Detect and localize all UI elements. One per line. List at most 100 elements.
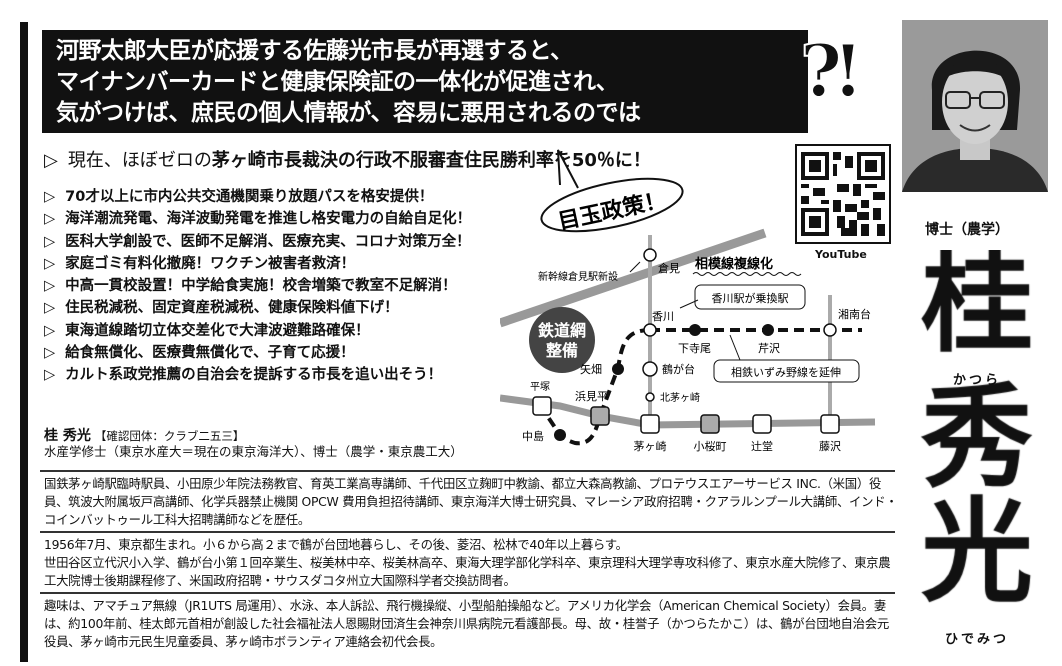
- station-marker: [689, 324, 701, 336]
- station-marker: [762, 324, 774, 336]
- history-text: 1956年7月、東京都生まれ。小６から高２まで鶴が台団地暮らし、その後、菱沼、松…: [44, 536, 899, 590]
- candidate-name-lettering: [912, 250, 1042, 630]
- speech-bubble: [540, 177, 684, 233]
- sagami-label: 相模線複線化: [695, 256, 773, 272]
- name-reading: ひでみつ: [944, 632, 1009, 647]
- history-line: 世田谷区立代沢小入学、鶴が台小第１回卒業生、桜美林中卒、桜美林高卒、東海大理学部…: [44, 555, 891, 588]
- pledge-text: 家庭ゴミ有料化撤廃！ワクチン被害者救済！: [65, 255, 356, 272]
- triangle-bullet-icon: ▷: [44, 345, 56, 362]
- station-marker: [823, 323, 837, 337]
- pledge-item: ▷ 70才以上に市内公共交通機関乗り放題パスを格安提供！: [44, 186, 471, 208]
- youtube-qr-code[interactable]: [795, 144, 891, 244]
- station-marker: [640, 414, 660, 434]
- pledge-text: 給食無償化、医療費無償化で、子育て応援！: [65, 345, 355, 362]
- pledge-item: ▷ 給食無償化、医療費無償化で、子育て応援！: [44, 342, 471, 364]
- headline-line: 河野太郎大臣が応援する佐藤光市長が再選すると、: [56, 38, 573, 64]
- station-marker: [752, 414, 772, 434]
- triangle-bullet-icon: ▷: [44, 367, 56, 384]
- candidate-name-small: 桂 秀光: [44, 428, 91, 444]
- station-label: 香川: [652, 310, 674, 323]
- station-marker: [700, 414, 720, 434]
- shinkansen-label: 新幹線倉見駅新設: [538, 270, 618, 283]
- station-label: 小桜町: [694, 439, 727, 453]
- station-label: 下寺尾: [678, 342, 711, 355]
- headline-box: 河野太郎大臣が応援する佐藤光市長が再選すると、 マイナンバーカードと健康保険証の…: [42, 30, 808, 133]
- station-label: 辻堂: [751, 439, 773, 453]
- candidate-degree: 博士（農学）: [925, 222, 1009, 238]
- callout-box: [713, 359, 860, 383]
- pledge-text: 海洋潮流発電、海洋波動発電を推進し格安電力の自給自足化！: [65, 211, 472, 228]
- station-label: 矢畑: [580, 362, 602, 376]
- shinkansen-line: [500, 228, 767, 328]
- name-reading: かつら: [952, 373, 1001, 388]
- confirmation-group: 【確認団体：クラブ二五三】: [94, 429, 245, 443]
- degrees-text: 水産学修士（東京水産大＝現在の東京海洋大）、博士（農学・東京農工大）: [44, 444, 463, 459]
- triangle-bullet-icon: ▷: [44, 211, 56, 228]
- station-marker: [590, 406, 610, 426]
- triangle-bullet-icon: ▷: [44, 150, 58, 171]
- triangle-bullet-icon: ▷: [44, 255, 56, 272]
- bio-summary: 桂 秀光 【確認団体：クラブ二五三】 水産学修士（東京水産大＝現在の東京海洋大）…: [44, 428, 463, 460]
- pledge-text: 中高一貫校設置！中学給食実施！校舎増築で教室不足解消！: [65, 278, 457, 295]
- station-label: 芹沢: [758, 341, 780, 355]
- pledge-item: ▷ 東海道線踏切立体交差化で大津波避難路確保！: [44, 320, 471, 342]
- pledge-item: ▷ 家庭ゴミ有料化撤廃！ワクチン被害者救済！: [44, 253, 471, 275]
- pledge-text: 医科大学創設で、医師不足解消、医療充実、コロナ対策万全！: [65, 233, 471, 250]
- callout-box: [694, 284, 806, 310]
- left-border-bar: [20, 22, 28, 662]
- triangle-bullet-icon: ▷: [44, 300, 56, 317]
- station-label: 湘南台: [838, 307, 871, 321]
- station-marker: [612, 363, 624, 375]
- portrait-image: [902, 20, 1048, 192]
- divider: [40, 531, 895, 533]
- pledge-item: ▷ カルト系政党推薦の自治会を提訴する市長を追い出そう！: [44, 364, 471, 386]
- station-marker: [643, 248, 657, 262]
- railway-map: 鉄道網 整備 目玉政策！ 倉見 新幹線倉見駅新設 相模線複線化 香川駅が乗換駅 …: [500, 149, 876, 453]
- station-label: 鶴が台: [662, 362, 695, 376]
- station-marker: [643, 323, 657, 337]
- station-label: 平塚: [530, 381, 550, 393]
- lead-text-plain: 現在、ほぼゼロの: [67, 150, 212, 171]
- station-marker: [642, 361, 658, 377]
- station-marker: [820, 414, 840, 434]
- lead-text-bold: 茅ヶ崎市長裁決の行政不服審査住民勝利率を50％に！: [211, 150, 651, 171]
- pledge-item: ▷ 中高一貫校設置！中学給食実施！校舎増築で教室不足解消！: [44, 275, 471, 297]
- triangle-bullet-icon: ▷: [44, 322, 56, 339]
- pledge-list: ▷ 70才以上に市内公共交通機関乗り放題パスを格安提供！ ▷ 海洋潮流発電、海洋波動…: [44, 186, 471, 387]
- candidate-photo: [902, 20, 1048, 192]
- station-marker: [645, 392, 655, 402]
- pledge-item: ▷ 住民税減税、固定資産税減税、健康保険料値下げ！: [44, 297, 471, 319]
- history-line: 1956年7月、東京都生まれ。小６から高２まで鶴が台団地暮らし、その後、菱沼、松…: [44, 537, 628, 552]
- divider: [40, 470, 895, 472]
- lead-pledge: ▷ 現在、ほぼゼロの茅ヶ崎市長裁決の行政不服審査住民勝利率を50％に！: [44, 146, 651, 172]
- divider: [40, 592, 895, 594]
- triangle-bullet-icon: ▷: [44, 189, 56, 205]
- station-label: 中島: [522, 429, 544, 443]
- pledge-text: 住民税減税、固定資産税減税、健康保険料値下げ！: [65, 300, 399, 317]
- headline-line: 気がつけば、庶民の個人情報が、容易に悪用されるのでは: [56, 100, 641, 126]
- qr-code-icon: [801, 152, 885, 236]
- youtube-label: YouTube: [815, 248, 867, 261]
- pledge-text: 70才以上に市内公共交通機関乗り放題パスを格安提供！: [65, 189, 434, 205]
- station-label: 茅ヶ崎: [634, 439, 667, 453]
- callout-text: 相鉄いずみ野線を延伸: [731, 365, 841, 379]
- triangle-bullet-icon: ▷: [44, 278, 56, 295]
- badge-text: 鉄道網: [538, 321, 586, 340]
- railway-badge: [529, 307, 595, 373]
- badge-text: 整備: [545, 341, 578, 360]
- station-label: 浜見平: [575, 390, 608, 403]
- triangle-bullet-icon: ▷: [44, 233, 56, 250]
- pledge-text: カルト系政党推薦の自治会を提訴する市長を追い出そう！: [65, 367, 443, 384]
- speech-bubble-tail: [557, 149, 579, 189]
- station-label: 北茅ヶ崎: [660, 391, 700, 404]
- station-label: 藤沢: [819, 439, 841, 453]
- station-marker: [554, 429, 566, 441]
- career-text: 国鉄茅ヶ崎駅臨時駅員、小田原少年院法務教官、育英工業高専講師、千代田区立麹町中教…: [44, 476, 898, 527]
- pledge-text: 東海道線踏切立体交差化で大津波避難路確保！: [65, 322, 370, 339]
- station-label: 倉見: [658, 261, 680, 275]
- hobbies-text: 趣味は、アマチュア無線（JR1UTS 局運用）、水泳、本人訴訟、飛行機操縦、小型…: [44, 598, 889, 649]
- callout-text: 香川駅が乗換駅: [712, 291, 789, 305]
- question-exclamation-mark: ?!: [799, 27, 865, 114]
- headline-line: マイナンバーカードと健康保険証の一体化が促進され、: [56, 69, 619, 95]
- pledge-item: ▷ 海洋潮流発電、海洋波動発電を推進し格安電力の自給自足化！: [44, 208, 471, 230]
